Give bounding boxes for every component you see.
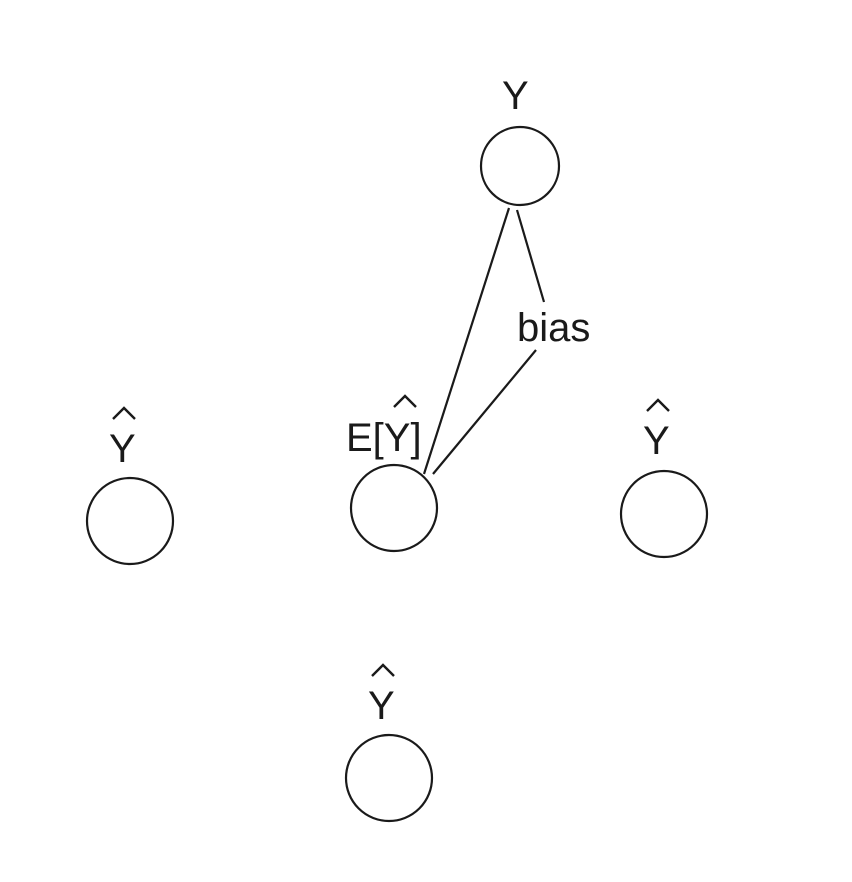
node-estimate-right: Y <box>619 398 709 559</box>
node-truth-circle <box>479 125 561 207</box>
node-estimate-left-label: Y <box>109 427 136 471</box>
node-expected-label: E[Y] <box>346 416 422 460</box>
edge-truth-to-expected <box>422 207 511 475</box>
node-estimate-right-circle <box>619 469 709 559</box>
bias-label: bias <box>517 306 590 350</box>
edge-bias-upper <box>515 209 546 303</box>
node-truth-label: Y <box>502 74 529 118</box>
node-estimate-bottom-hat-icon <box>371 663 395 677</box>
node-expected-circle <box>349 463 439 553</box>
node-expected: E[Y] <box>346 394 439 553</box>
node-estimate-bottom-label: Y <box>368 684 395 728</box>
node-estimate-right-hat-icon <box>646 398 670 412</box>
node-truth: Y <box>479 74 561 207</box>
node-expected-hat-icon <box>393 394 417 408</box>
edge-bias-lower <box>432 349 537 475</box>
node-estimate-bottom-circle <box>344 733 434 823</box>
node-estimate-bottom: Y <box>344 663 434 823</box>
node-estimate-left-hat-icon <box>112 406 136 420</box>
node-estimate-left: Y <box>85 406 175 566</box>
node-estimate-right-label: Y <box>643 419 670 463</box>
node-estimate-left-circle <box>85 476 175 566</box>
